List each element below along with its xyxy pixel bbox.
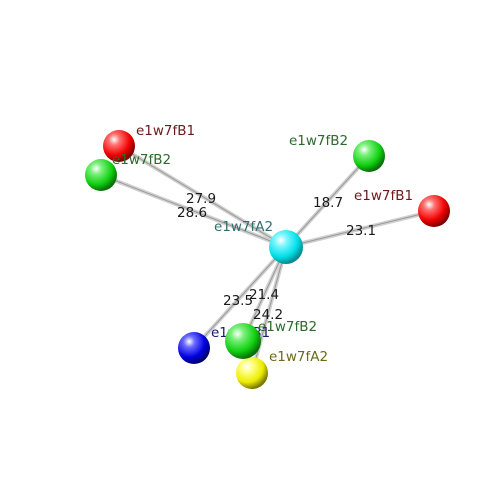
sphere-green-left — [85, 159, 117, 191]
edges-layer — [100, 144, 435, 374]
distance-label: 28.6 — [177, 205, 207, 221]
sphere-green-bottom — [225, 323, 261, 359]
node-label: e1w7fB2 — [112, 152, 171, 168]
distance-label: 24.2 — [253, 307, 283, 323]
node-label: e1w7fB1 — [354, 188, 413, 204]
distance-label: 18.7 — [313, 195, 343, 211]
node-label: e1w7fA2 — [269, 349, 328, 365]
distance-label: 27.9 — [186, 191, 216, 207]
sphere-red-right — [418, 195, 450, 227]
center-label: e1w7fA2 — [214, 219, 273, 235]
edge-yellow-bottom — [250, 246, 288, 374]
edge-red-right — [285, 209, 435, 249]
edge-green-left — [100, 173, 287, 249]
nodes-layer — [85, 130, 450, 389]
node-label: e1w7fB1 — [136, 123, 195, 139]
distance-label: 23.5 — [223, 293, 253, 309]
sphere-green-top-right — [353, 140, 385, 172]
sphere-red-top-left — [103, 130, 135, 162]
front-nodes-layer — [225, 323, 261, 359]
edge-blue-bottom — [192, 245, 288, 350]
sphere-blue-bottom — [178, 332, 210, 364]
sphere-center — [269, 230, 303, 264]
node-label: e1w7fB2 — [258, 319, 317, 335]
distance-label: 23.1 — [346, 223, 376, 239]
distance-labels: 27.9 28.6 18.7 23.1 23.5 21.4 24.2 — [177, 191, 376, 323]
distance-label: 21.4 — [249, 287, 279, 303]
edge-green-top-right — [284, 154, 371, 249]
sphere-yellow-bottom — [236, 357, 268, 389]
edge-red-top-left — [117, 144, 288, 249]
node-label: e1w7fB2 — [289, 133, 348, 149]
